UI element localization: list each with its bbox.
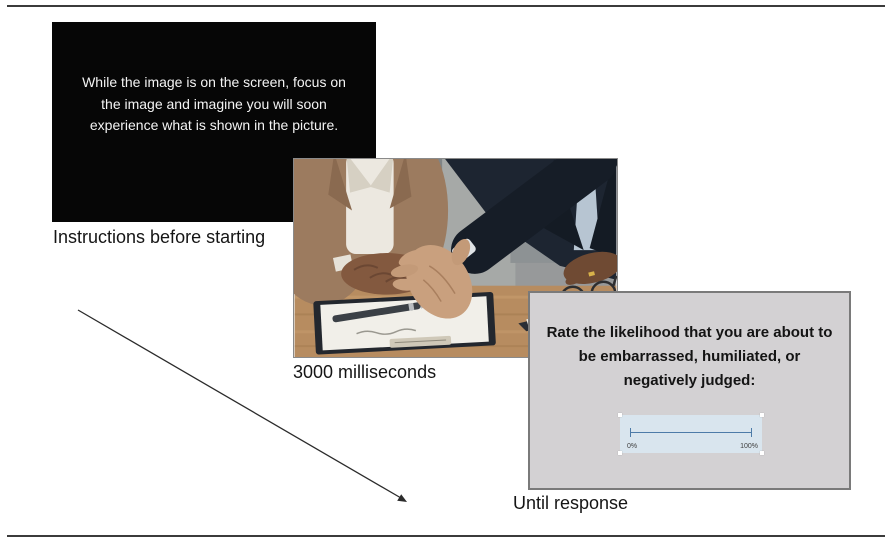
top-rule: [7, 5, 885, 7]
slider-min-label: 0%: [627, 443, 638, 450]
likelihood-slider: 0% 100%: [618, 413, 764, 455]
rating-screen: Rate the likelihood that you are about t…: [528, 291, 851, 490]
rating-question-line: negatively judged:: [623, 372, 756, 389]
instructions-caption: Instructions before starting: [53, 227, 266, 247]
slider-max-label: 100%: [740, 443, 758, 450]
slider-tick-min: [630, 428, 631, 437]
instructions-line: experience what is shown in the picture.: [89, 117, 339, 133]
instructions-line: While the image is on the screen, focus …: [82, 74, 346, 90]
bottom-rule: [7, 535, 885, 537]
instructions-text: While the image is on the screen, focus …: [52, 22, 376, 137]
selection-handle: [618, 413, 622, 417]
flow-arrow: [77, 309, 407, 502]
slider-tick-max: [751, 428, 752, 437]
selection-handle: [618, 451, 622, 455]
instructions-line: the image and imagine you will soon: [101, 95, 327, 112]
stimulus-caption: 3000 milliseconds: [293, 362, 437, 382]
instructions-screen: While the image is on the screen, focus …: [52, 22, 376, 222]
rating-question: Rate the likelihood that you are about t…: [530, 321, 849, 393]
selection-handle: [760, 451, 764, 455]
rating-question-line: be embarrassed, humiliated, or: [578, 348, 801, 365]
rating-caption: Until response: [513, 493, 629, 513]
slider-track: [630, 432, 752, 433]
selection-handle: [760, 413, 764, 417]
rating-question-line: Rate the likelihood that you are about t…: [546, 324, 833, 341]
